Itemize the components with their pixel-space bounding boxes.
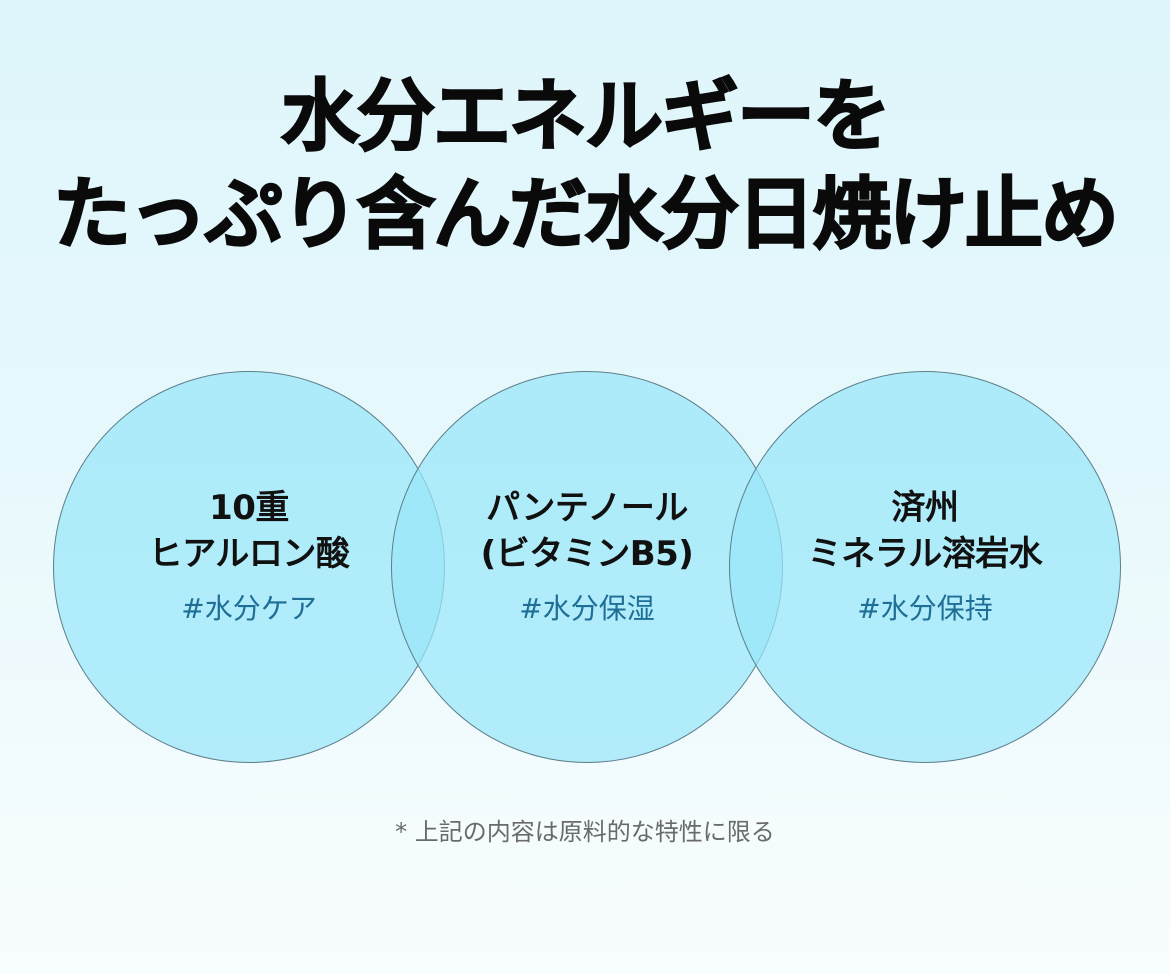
headline-line-2: たっぷり含んだ水分日焼け止め [52, 169, 1120, 261]
ingredient-title-line-2: ヒアルロン酸 [148, 534, 350, 574]
ingredient-title-line-1: パンテノール [486, 488, 688, 528]
ingredient-hashtag: #水分保持 [857, 592, 993, 625]
headline-line-1: 水分エネルギーを [280, 71, 892, 163]
circle-label-hyaluronic-acid: 10重 ヒアルロン酸 #水分ケア [53, 485, 445, 627]
circle-jeju-lava-water [729, 371, 1121, 763]
circle-hyaluronic-acid [53, 371, 445, 763]
disclaimer-footnote: * 上記の内容は原料的な特性に限る [395, 818, 775, 846]
headline: 水分エネルギーを たっぷり含んだ水分日焼け止め [0, 68, 1170, 264]
ingredient-hashtag: #水分ケア [181, 592, 317, 625]
circle-label-jeju-lava-water: 済州 ミネラル溶岩水 #水分保持 [729, 485, 1121, 627]
ingredient-title-line-2: (ビタミンB5) [480, 534, 694, 574]
ingredient-hashtag: #水分保湿 [519, 592, 655, 625]
ingredient-title-line-1: 10重 [209, 488, 289, 528]
ingredient-title-line-1: 済州 [891, 488, 960, 528]
circle-label-panthenol: パンテノール (ビタミンB5) #水分保湿 [391, 485, 783, 627]
ingredient-title-line-2: ミネラル溶岩水 [807, 534, 1043, 574]
